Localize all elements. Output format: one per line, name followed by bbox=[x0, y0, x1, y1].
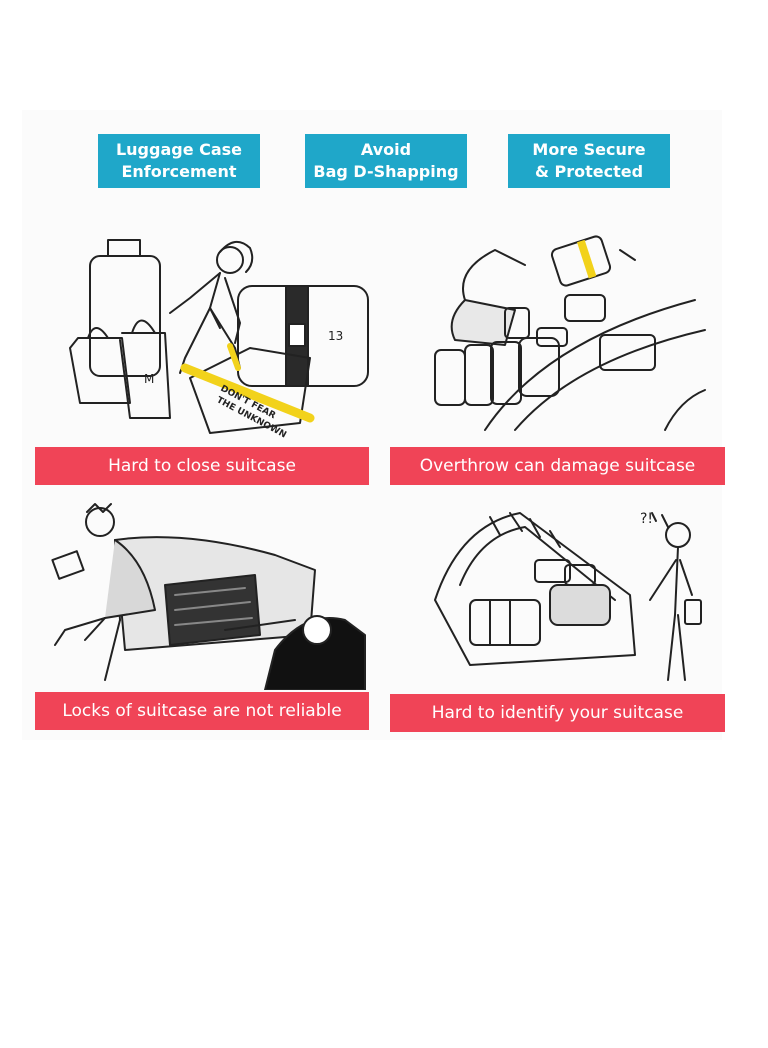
briefcase-icon bbox=[684, 599, 702, 625]
caption-locks: Locks of suitcase are not reliable bbox=[35, 692, 369, 730]
svg-text:13: 13 bbox=[328, 329, 343, 343]
illustration-closing-suitcase: M 13 DON'T FEAR THE UNKNOWN bbox=[60, 228, 380, 442]
confused-man-icon bbox=[665, 522, 691, 548]
shopping-bag-icon bbox=[69, 337, 131, 404]
carousel-icon bbox=[484, 299, 696, 431]
badge-line: Enforcement bbox=[121, 162, 237, 181]
illustration-identify: ?! bbox=[430, 505, 710, 690]
illustration-overthrow bbox=[425, 230, 715, 440]
badge-more-secure-protected: More Secure & Protected bbox=[508, 134, 670, 188]
svg-text:?!: ?! bbox=[640, 511, 653, 527]
device-icon bbox=[51, 550, 85, 580]
badge-luggage-case-enforcement: Luggage Case Enforcement bbox=[98, 134, 260, 188]
flying-suitcase-icon bbox=[550, 235, 612, 287]
person-throwing-icon bbox=[462, 249, 526, 301]
badge-avoid-bag-deshaping: Avoid Bag D-Shapping bbox=[305, 134, 467, 188]
caption-overthrow: Overthrow can damage suitcase bbox=[390, 447, 725, 485]
badge-line: & Protected bbox=[534, 162, 644, 181]
badge-line: Bag D-Shapping bbox=[313, 162, 459, 181]
badge-line: More Secure bbox=[532, 140, 646, 159]
baggage-carousel-icon bbox=[434, 512, 636, 666]
bag-pile-icon bbox=[434, 349, 466, 406]
seated-person-icon bbox=[85, 507, 115, 537]
bag-letter: M bbox=[144, 372, 154, 386]
caption-hard-to-close: Hard to close suitcase bbox=[35, 447, 369, 485]
person-head-icon bbox=[216, 246, 244, 274]
carousel-suitcase-icon bbox=[469, 599, 541, 646]
caption-identify: Hard to identify your suitcase bbox=[390, 694, 725, 732]
badge-line: Avoid bbox=[360, 140, 412, 159]
badge-line: Luggage Case bbox=[115, 140, 243, 159]
illustration-locks bbox=[45, 500, 370, 690]
open-suitcase-icon bbox=[189, 347, 311, 434]
